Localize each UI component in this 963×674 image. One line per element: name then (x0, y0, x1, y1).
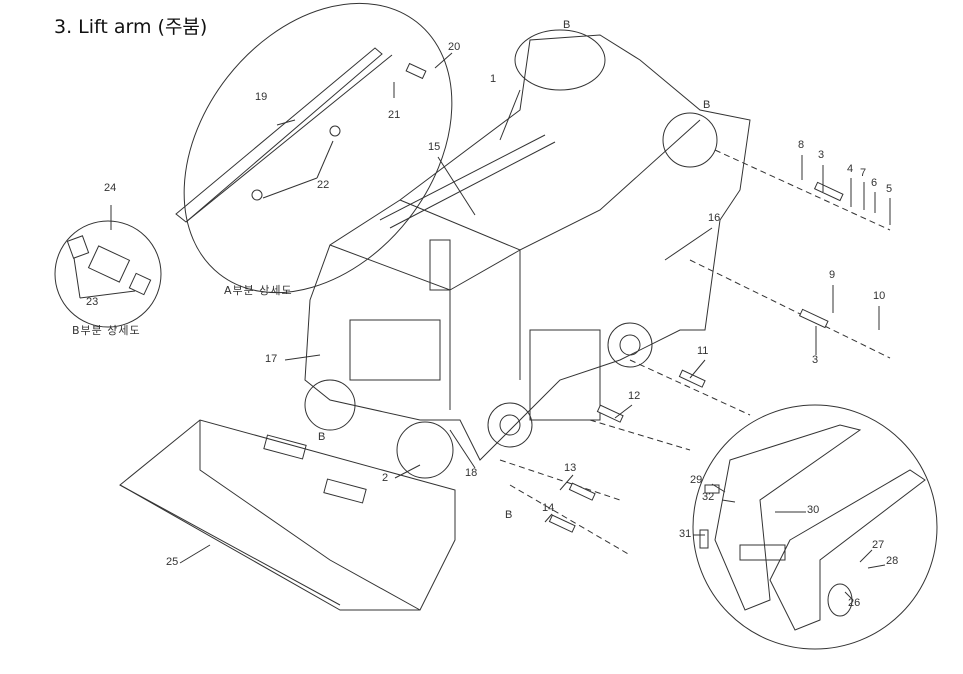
callout-3: 3 (818, 149, 825, 161)
nut-part-22 (251, 125, 341, 201)
callout-9: 9 (829, 269, 836, 281)
detail-b-circle (54, 220, 162, 328)
callout-31: 31 (679, 528, 692, 540)
callout-25: 25 (166, 556, 179, 568)
callout-13: 13 (564, 462, 577, 474)
callout-15: 15 (428, 141, 441, 153)
callout-17: 17 (265, 353, 278, 365)
marker-b: B (318, 431, 326, 443)
callout-21: 21 (388, 109, 401, 121)
detail-a-caption: A부분 상세도 (224, 284, 293, 297)
rail-part-19 (175, 47, 393, 223)
callout-10: 10 (873, 290, 886, 302)
callout-22: 22 (317, 179, 330, 191)
callout-11: 11 (697, 345, 709, 357)
loader-body (304, 29, 751, 479)
page-title: 3. Lift arm (주붐) (54, 16, 208, 38)
bushing-part-23 (66, 235, 152, 296)
callout-3-lower: 3 (812, 354, 819, 366)
marker-b: B (563, 19, 571, 31)
callout-8: 8 (798, 139, 805, 151)
callout-28: 28 (886, 555, 899, 567)
callout-26: 26 (848, 597, 861, 609)
marker-b: B (505, 509, 513, 521)
callout-23: 23 (86, 296, 99, 308)
callout-6: 6 (871, 177, 878, 189)
pin-part-20 (405, 62, 427, 80)
callout-1: 1 (490, 73, 497, 85)
bucket-part-25 (119, 419, 456, 611)
callout-30: 30 (807, 504, 820, 516)
assembly-axis-lines (499, 149, 891, 556)
lift-arm-leaders (693, 483, 886, 601)
callout-32: 32 (702, 491, 715, 503)
lift-arm-detail-circle (692, 404, 938, 650)
callout-5: 5 (886, 183, 893, 195)
callout-18: 18 (465, 467, 478, 479)
pin-parts (548, 181, 844, 533)
callout-29: 29 (690, 474, 703, 486)
callout-16: 16 (708, 212, 721, 224)
callout-19: 19 (255, 91, 268, 103)
lift-arm-part (699, 424, 926, 631)
leader-lines (179, 89, 891, 564)
callout-7: 7 (860, 167, 867, 179)
callout-20: 20 (448, 41, 461, 53)
callout-14: 14 (542, 502, 555, 514)
callout-4: 4 (847, 163, 854, 175)
callout-27: 27 (872, 539, 885, 551)
callout-12: 12 (628, 390, 641, 402)
callout-24: 24 (104, 182, 117, 194)
marker-b: B (703, 99, 711, 111)
callout-2: 2 (382, 472, 389, 484)
detail-b-caption: B부분 상세도 (72, 324, 141, 337)
